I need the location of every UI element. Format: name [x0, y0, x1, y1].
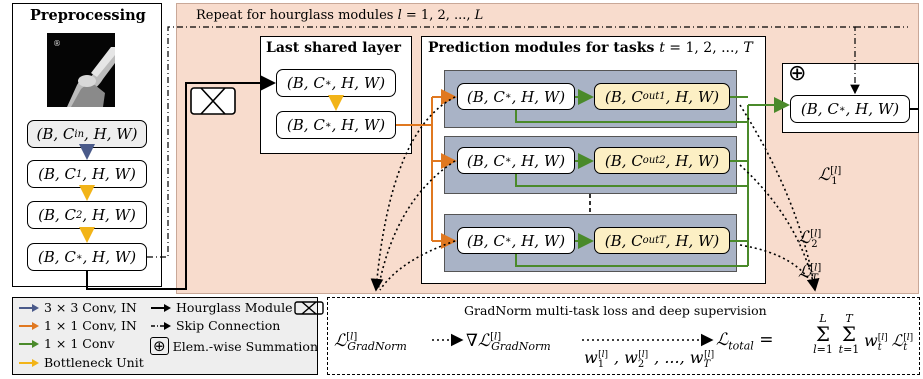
legend-3x3: 3 × 3 Conv, IN: [18, 300, 137, 315]
task-loss-2: ℒ[l]2: [798, 228, 822, 251]
repeat-label: Repeat for hourglass modules l = 1, 2, .…: [196, 8, 484, 23]
shared-title: Last shared layer: [266, 40, 402, 56]
shared-node-1: (B, C∗, H, W): [276, 69, 396, 97]
hourglass-icon: [294, 300, 325, 315]
summation-icon: ⊕: [788, 61, 807, 86]
legend-1x1: 1 × 1 Conv: [18, 336, 115, 351]
prediction-title: Prediction modules for tasks t = 1, 2, .…: [428, 40, 753, 56]
svg-text:®: ®: [53, 39, 61, 48]
loss-gradnorm: ℒ[l]GradNorm: [334, 331, 407, 354]
task2-input-node: (B, C∗, H, W): [457, 147, 575, 174]
legend-skip: Skip Connection: [150, 318, 280, 333]
pre-node-cstar: (B, C∗, H, W): [27, 243, 147, 271]
task1-input-node: (B, C∗, H, W): [457, 83, 575, 110]
task3-input-node: (B, C∗, H, W): [457, 227, 575, 254]
legend-hourglass: Hourglass Module: [150, 300, 325, 315]
gradnorm-title: GradNorm multi-task loss and deep superv…: [464, 303, 767, 318]
legend-1x1-in: 1 × 1 Conv, IN: [18, 318, 137, 333]
total-loss: ℒtotal =: [716, 330, 774, 353]
total-loss-terms: wt[l]ℒt[l]: [864, 331, 914, 354]
grad-loss-gradnorm: ∇ℒ[l]GradNorm: [466, 331, 551, 354]
legend-bottleneck: Bottleneck Unit: [18, 355, 144, 370]
task-weights: w1[l], w2[l], ..., wT[l]: [584, 348, 715, 371]
sum-node: (B, C∗, H, W): [790, 95, 910, 123]
legend-summation: ⊕ Elem.-wise Summation: [150, 337, 318, 355]
shared-node-2: (B, C∗, H, W): [276, 111, 396, 139]
knee-xray-image: ®: [47, 33, 115, 107]
summation-icon: ⊕: [150, 337, 169, 355]
gradnorm-panel: [327, 297, 920, 375]
task-loss-1: ℒ[l]1: [818, 165, 842, 188]
preprocessing-title: Preprocessing: [30, 7, 146, 24]
